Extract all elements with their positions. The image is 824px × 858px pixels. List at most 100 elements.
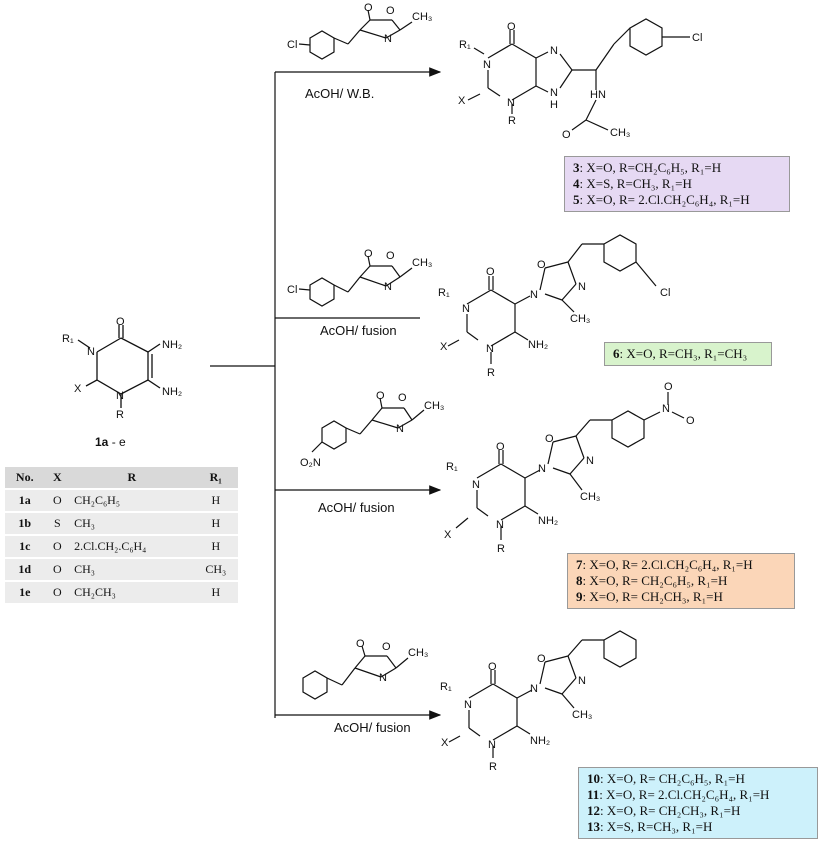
table-cell-r1: H (193, 535, 238, 559)
reaction-1-condition: AcOH/ W.B. (305, 86, 374, 101)
product1-atom-n-c: N (550, 45, 558, 57)
start-atom-r1: R₁ (62, 333, 74, 345)
product6-atom-o: O (486, 266, 495, 278)
list-item: 8: X=O, R= CH₂C₆H₅, R₁=H (576, 573, 728, 588)
reagent-3-n: N (396, 423, 404, 435)
products-10-13-box: 10: X=O, R= CH₂C₆H₅, R₁=H 11: X=O, R= 2.… (578, 767, 818, 839)
table-cell-no: 1d (5, 558, 45, 582)
table-header-x: X (44, 467, 71, 490)
reagent-3-structure (311, 397, 425, 453)
start-atom-nh2-top: NH₂ (162, 339, 182, 351)
product6-atom-n3: N (486, 343, 494, 355)
substituent-table: No. X R R₁ 1a O CH₂C₆H₅ H 1b S CH₃ H 1c … (5, 467, 238, 605)
list-item: 12: X=O, R= CH₂CH₃, R₁=H (587, 803, 741, 818)
start-atom-o: O (116, 316, 125, 328)
table-cell-x: O (44, 535, 71, 559)
products-3-5-box: 3: X=O, R=CH₂C₆H₅, R₁=H 4: X=S, R=CH₃, R… (564, 156, 790, 212)
table-cell-r: CH₂CH₃ (70, 581, 194, 605)
reagent-2-o-ring: O (386, 250, 395, 262)
product6-atom-n-im2: N (578, 281, 586, 293)
reagent-4-o-ring: O (382, 641, 391, 653)
reagent-1-o-carbonyl: O (364, 2, 373, 14)
branch-connector (210, 67, 442, 720)
reagent-2-structure (298, 255, 413, 307)
reagent-4-ch3: CH₃ (408, 647, 428, 659)
products-7-9-box: 7: X=O, R= 2.Cl.CH₂C₆H₄, R₁=H 8: X=O, R=… (567, 553, 795, 609)
list-item: 10: X=O, R= CH₂C₆H₅, R₁=H (587, 771, 745, 786)
product10-atom-x: X (441, 737, 449, 749)
table-cell-r1: CH₃ (193, 558, 238, 582)
table-row: 1a O CH₂C₆H₅ H (5, 489, 238, 513)
start-atom-r: R (116, 409, 124, 421)
reagent-4-n: N (379, 672, 387, 684)
start-atom-x: X (74, 383, 82, 395)
reagent-3-ch3: CH₃ (424, 400, 444, 412)
start-atom-n1: N (87, 346, 95, 358)
starting-material-structure (77, 325, 161, 408)
product10-atom-nh2: NH₂ (530, 735, 550, 747)
table-cell-r: CH₃ (70, 512, 194, 536)
table-cell-no: 1e (5, 581, 45, 605)
product7-atom-r: R (497, 543, 505, 555)
product7-atom-o-a: O (664, 381, 673, 393)
product10-atom-r: R (489, 761, 497, 773)
product10-atom-o: O (488, 661, 497, 673)
reagent-3-o-ring: O (398, 392, 407, 404)
product7-atom-o: O (496, 441, 505, 453)
product10-atom-ch3: CH₃ (572, 709, 592, 721)
product1-atom-n-a: N (483, 59, 491, 71)
reagent-2-n: N (384, 281, 392, 293)
reagent-2-o-carbonyl: O (364, 248, 373, 260)
product6-atom-r1: R₁ (438, 287, 450, 299)
product10-atom-n1: N (464, 699, 472, 711)
product10-atom-n-im2: N (578, 675, 586, 687)
table-row: 1b S CH₃ H (5, 512, 238, 536)
product7-atom-n-im2: N (586, 455, 594, 467)
product7-atom-no2-n: N (662, 403, 670, 415)
product-6-structure (447, 234, 657, 364)
product1-atom-r1: R₁ (459, 39, 471, 51)
product7-atom-o-im: O (545, 433, 554, 445)
product6-atom-nh2: NH₂ (528, 339, 548, 351)
table-row: 1c O 2.Cl.CH₂.C₆H₄ H (5, 535, 238, 559)
list-item: 6: X=O, R=CH₃, R₁=CH₃ (613, 346, 748, 361)
table-cell-no: 1c (5, 535, 45, 559)
table-cell-r: CH₂C₆H₅ (70, 489, 194, 513)
product-6-box: 6: X=O, R=CH₃, R₁=CH₃ (604, 342, 772, 366)
reagent-2-cl: Cl (287, 284, 297, 296)
product1-atom-hn: HN (590, 89, 606, 101)
reagent-1-ch3: CH₃ (412, 11, 432, 23)
table-cell-r: 2.Cl.CH₂.C₆H₄ (70, 535, 194, 559)
list-item: 7: X=O, R= 2.Cl.CH₂C₆H₄, R₁=H (576, 557, 753, 572)
table-header-r: R (70, 467, 194, 490)
product10-atom-n3: N (488, 739, 496, 751)
list-item: 13: X=S, R=CH₃, R₁=H (587, 819, 713, 834)
product7-atom-n1: N (472, 479, 480, 491)
starting-material-label-rest: - e (108, 435, 126, 449)
product1-atom-nh: N (550, 87, 558, 99)
product7-atom-r1: R₁ (446, 461, 458, 473)
table-header-r1: R₁ (193, 467, 238, 490)
table-cell-no: 1a (5, 489, 45, 513)
reagent-1-structure (298, 9, 413, 60)
product1-atom-ch3: CH₃ (610, 127, 630, 139)
product7-atom-x: X (444, 529, 452, 541)
product10-atom-r1: R₁ (440, 681, 452, 693)
reagent-3-o-carbonyl: O (376, 390, 385, 402)
table-header-row: No. X R R₁ (5, 467, 238, 490)
table-cell-r1: H (193, 512, 238, 536)
table-cell-r1: H (193, 489, 238, 513)
product-10-13-structure (448, 630, 637, 758)
product6-atom-r: R (487, 367, 495, 379)
reagent-4-o-carbonyl: O (356, 638, 365, 650)
product1-atom-x: X (458, 95, 466, 107)
reagent-1-n: N (384, 33, 392, 45)
list-item: 5: X=O, R= 2.Cl.CH₂C₆H₄, R₁=H (573, 192, 750, 207)
product1-atom-n-b: N (507, 97, 515, 109)
table-row: 1d O CH₃ CH₃ (5, 558, 238, 582)
product-3-5-structure (467, 18, 690, 131)
reaction-4-condition: AcOH/ fusion (334, 720, 411, 735)
product6-atom-cl: Cl (660, 287, 670, 299)
table-cell-r1: H (193, 581, 238, 605)
product7-atom-n-im1: N (538, 463, 546, 475)
